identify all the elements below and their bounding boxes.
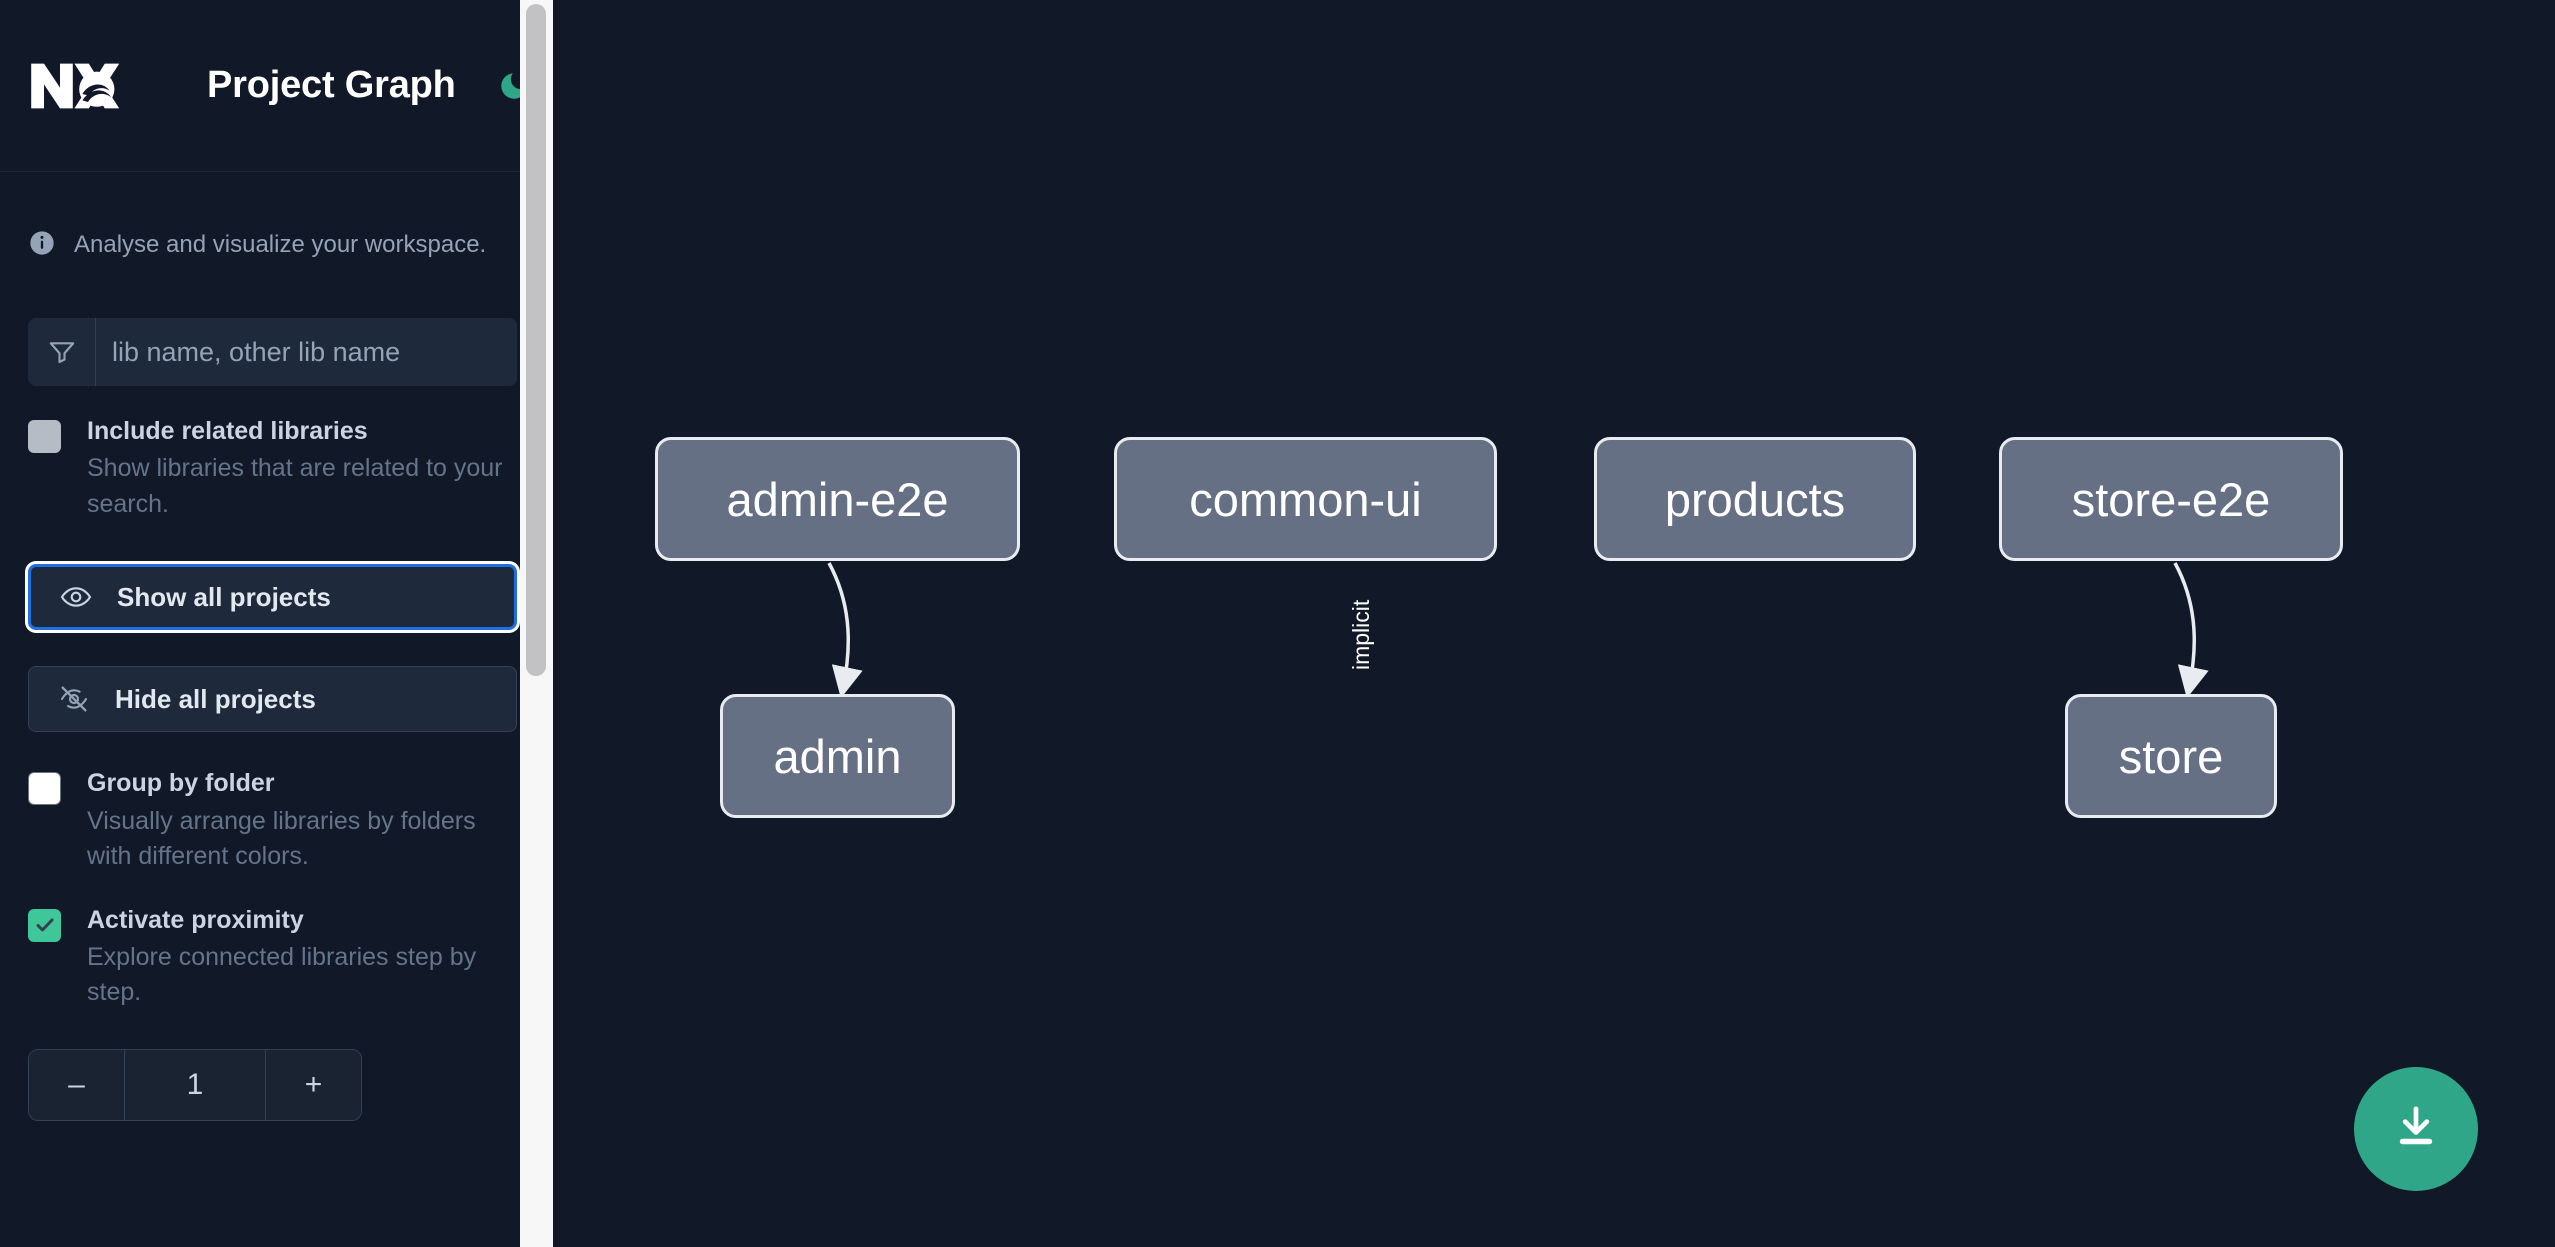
info-text: Analyse and visualize your workspace. [74, 231, 487, 258]
edge-store-e2e-to-store [2173, 562, 2209, 699]
stepper-decrement-button[interactable]: – [29, 1049, 125, 1120]
sidebar-scrollbar-thumb[interactable] [526, 4, 546, 676]
graph-node-store[interactable]: store [2065, 694, 2277, 818]
page-title: Project Graph [207, 64, 456, 106]
info-icon [28, 229, 56, 262]
search-box[interactable] [28, 318, 517, 386]
option-activate-proximity[interactable]: Activate proximity Explore connected lib… [0, 905, 553, 1011]
search-input[interactable] [96, 318, 517, 386]
download-icon [2389, 1101, 2443, 1158]
option-description: Explore connected libraries step by step… [87, 942, 477, 1007]
proximity-stepper-container: – 1 + [0, 1048, 553, 1121]
show-all-projects-button[interactable]: Show all projects [28, 564, 517, 631]
edge-admin-e2e-to-admin [827, 562, 863, 699]
option-description: Show libraries that are related to your … [87, 454, 503, 518]
hide-all-projects-button[interactable]: Hide all projects [28, 666, 517, 733]
option-title: Group by folder [87, 769, 275, 798]
stepper-increment-button[interactable]: + [265, 1049, 361, 1120]
option-description: Visually arrange libraries by folders wi… [87, 806, 476, 871]
hide-all-projects-label: Hide all projects [115, 683, 316, 714]
graph-canvas[interactable]: implicit implicit admin-e2e common-ui pr… [553, 0, 2555, 1247]
graph-node-admin-e2e[interactable]: admin-e2e [655, 437, 1020, 561]
nx-logo-icon [28, 54, 124, 118]
edge-label-implicit-admin: implicit [1348, 599, 1374, 670]
graph-node-common-ui[interactable]: common-ui [1114, 437, 1497, 561]
checkbox-activate-proximity[interactable] [28, 908, 61, 942]
workspace-info: Analyse and visualize your workspace. [0, 172, 553, 280]
eye-icon [59, 581, 93, 613]
eye-off-icon [57, 683, 91, 715]
graph-edges [827, 562, 2209, 699]
option-group-by-folder[interactable]: Group by folder Visually arrange librari… [0, 768, 553, 874]
checkbox-include-related-libraries[interactable] [28, 420, 61, 453]
sidebar-scrollbar[interactable] [520, 0, 553, 1247]
option-title: Activate proximity [87, 905, 304, 934]
sidebar: Project Graph Analyse and visualize your… [0, 0, 553, 1247]
stepper-value: 1 [125, 1049, 265, 1120]
show-all-projects-label: Show all projects [117, 581, 331, 612]
visibility-buttons: Show all projects Hide all projects [0, 564, 553, 733]
checkbox-group-by-folder[interactable] [28, 772, 61, 806]
filter-funnel-icon [28, 318, 96, 386]
graph-node-products[interactable]: products [1594, 437, 1916, 561]
option-title: Include related libraries [87, 417, 368, 445]
sidebar-header: Project Graph [0, 0, 553, 172]
graph-node-admin[interactable]: admin [720, 694, 955, 818]
graph-node-store-e2e[interactable]: store-e2e [1999, 437, 2343, 561]
search-container [0, 280, 553, 386]
proximity-stepper: – 1 + [28, 1048, 362, 1121]
option-include-related-libraries[interactable]: Include related libraries Show libraries… [0, 416, 553, 522]
download-button[interactable] [2354, 1067, 2478, 1191]
